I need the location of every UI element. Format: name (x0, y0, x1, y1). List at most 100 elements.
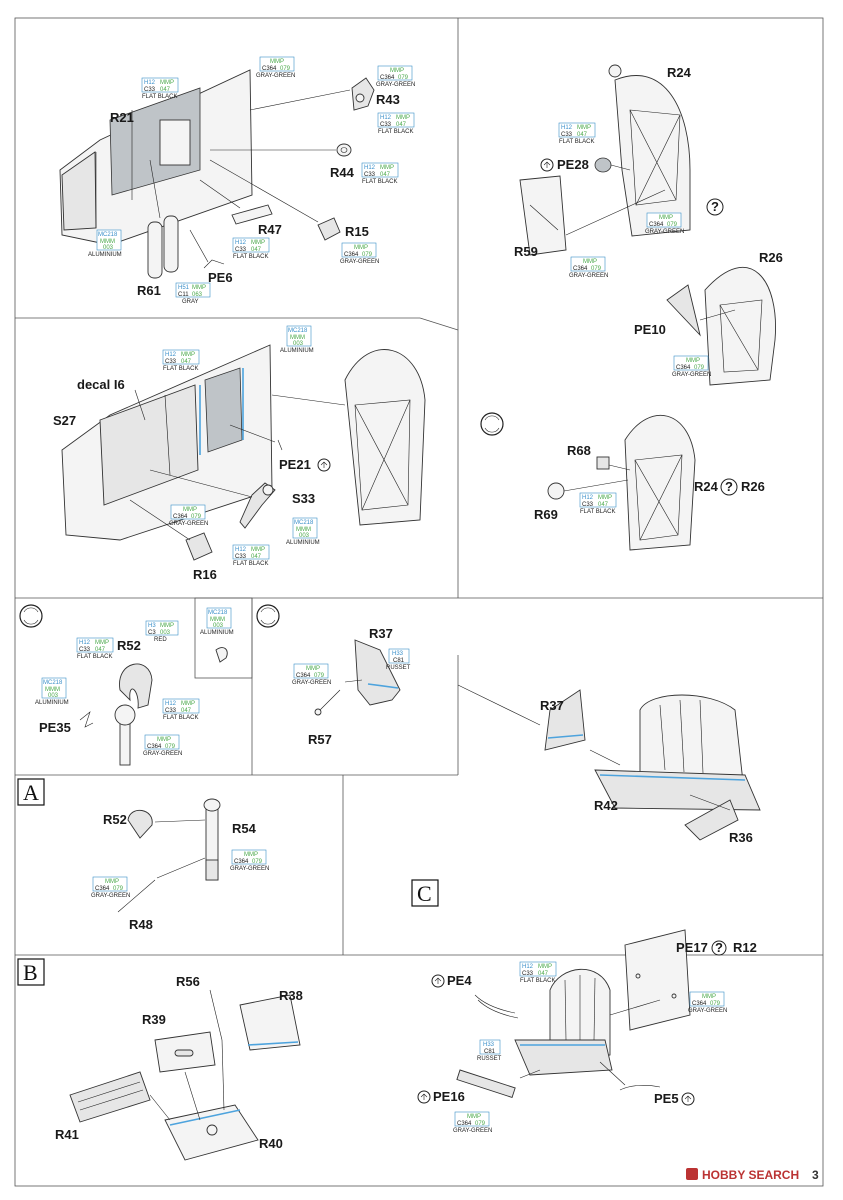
r36-part (684, 799, 739, 841)
label-r26b: R26 (741, 479, 765, 494)
svg-text:MMP: MMP (390, 68, 404, 74)
label-r52b: R52 (103, 812, 127, 827)
pe35-part (79, 711, 94, 728)
svg-text:079: 079 (280, 66, 291, 72)
svg-text:MMP: MMP (183, 507, 197, 513)
label-r43: R43 (376, 92, 400, 107)
label-r68: R68 (567, 443, 591, 458)
callout-gray-green-7: MMP C364 079 GRAY-GREEN (169, 504, 208, 527)
svg-text:MMP: MMP (538, 964, 552, 970)
svg-text:C364: C364 (173, 514, 188, 520)
svg-text:C364: C364 (296, 673, 311, 679)
section-a-leaders (154, 819, 206, 879)
svg-text:RUSSET: RUSSET (386, 665, 411, 671)
svg-text:MMP: MMP (659, 215, 673, 221)
label-r37b: R37 (540, 698, 564, 713)
label-r54: R54 (232, 821, 257, 836)
svg-text:C364: C364 (234, 859, 249, 865)
svg-text:H12: H12 (235, 547, 247, 553)
r56-part (209, 989, 223, 1041)
svg-text:MC218: MC218 (208, 610, 228, 616)
callout-flat-black-4: H12 MMP C33 047 FLAT BLACK (232, 237, 270, 260)
svg-text:H3: H3 (148, 623, 156, 629)
r61-part (147, 215, 179, 279)
svg-text:047: 047 (380, 172, 391, 178)
section-a-box (17, 778, 45, 806)
part-labels: R21 R43 R44 R15 R47 PE6 R61 R24 PE28 R59… (39, 65, 783, 1151)
svg-text:H12: H12 (364, 165, 376, 171)
r16-part (185, 532, 213, 561)
svg-text:MMP: MMP (192, 285, 206, 291)
callout-gray-green-5: MMP C364 079 GRAY-GREEN (569, 256, 608, 279)
svg-text:047: 047 (577, 132, 588, 138)
svg-text:MMP: MMP (598, 495, 612, 501)
svg-text:MMP: MMP (95, 640, 109, 646)
hobby-search-watermark: HOBBY SEARCH 3 (686, 1168, 819, 1182)
svg-text:ALUMINIUM: ALUMINIUM (200, 630, 234, 636)
svg-text:GRAY-GREEN: GRAY-GREEN (292, 680, 331, 686)
callout-gray-green-1: MMP C364 079 GRAY-GREEN (256, 56, 295, 79)
svg-text:079: 079 (252, 859, 263, 865)
r21-panel (59, 69, 253, 246)
svg-text:MMP: MMP (354, 245, 368, 251)
svg-text:H51: H51 (178, 285, 190, 291)
svg-text:079: 079 (113, 886, 124, 892)
callout-gray-green-8: MMP C364 079 GRAY-GREEN (292, 663, 331, 686)
svg-text:GRAY-GREEN: GRAY-GREEN (340, 259, 379, 265)
svg-text:FLAT BLACK: FLAT BLACK (362, 179, 397, 185)
svg-text:H33: H33 (483, 1042, 495, 1048)
r48-part (117, 879, 156, 913)
svg-text:MC218: MC218 (98, 232, 118, 238)
label-r37: R37 (369, 626, 393, 641)
svg-text:MC218: MC218 (288, 328, 308, 334)
callout-russet-2: H33 C81 RUSSET (477, 1039, 502, 1062)
svg-text:ALUMINIUM: ALUMINIUM (286, 540, 320, 546)
section-c-leaders (519, 999, 661, 1086)
svg-text:079: 079 (694, 365, 705, 371)
svg-text:079: 079 (591, 266, 602, 272)
svg-text:079: 079 (165, 744, 176, 750)
svg-text:MMM: MMM (296, 527, 311, 533)
callout-gray-green-2: MMP C364 079 GRAY-GREEN (376, 65, 415, 88)
r41-part (69, 1071, 151, 1123)
svg-text:H12: H12 (165, 701, 177, 707)
label-r39: R39 (142, 1012, 166, 1027)
svg-text:C364: C364 (262, 66, 277, 72)
svg-text:C364: C364 (380, 75, 395, 81)
pe4-part (474, 994, 519, 1019)
svg-text:047: 047 (160, 87, 171, 93)
r42-seat (594, 694, 761, 811)
r37-assembled (544, 689, 586, 751)
label-r42: R42 (594, 798, 618, 813)
svg-text:MMP: MMP (583, 259, 597, 265)
r52-part (114, 663, 153, 766)
callout-gray-green-9: MMP C364 079 GRAY-GREEN (143, 734, 182, 757)
section-b-leaders (149, 1039, 225, 1121)
callout-gray-green-13: MMP C364 079 GRAY-GREEN (453, 1111, 492, 1134)
svg-text:GRAY: GRAY (182, 299, 199, 305)
label-r21: R21 (110, 110, 134, 125)
label-r15: R15 (345, 224, 369, 239)
label-r16: R16 (193, 567, 217, 582)
callout-flat-black-3: H12 MMP C33 047 FLAT BLACK (361, 162, 399, 185)
pe21-part (277, 439, 283, 451)
svg-text:FLAT BLACK: FLAT BLACK (77, 654, 112, 660)
svg-text:MMP: MMP (380, 165, 394, 171)
svg-text:MMP: MMP (244, 852, 258, 858)
pe10-part (666, 284, 701, 337)
svg-text:MMM: MMM (45, 687, 60, 693)
svg-text:C33: C33 (522, 971, 534, 977)
svg-text:079: 079 (362, 252, 373, 258)
callout-aluminium-1: MC218 MMM 003 ALUMINIUM (88, 229, 122, 258)
svg-text:079: 079 (398, 75, 409, 81)
question-icon-1: ? (706, 198, 724, 216)
svg-text:?: ? (725, 479, 733, 494)
callout-aluminium-5: MC218 MMM 003 ALUMINIUM (35, 677, 69, 706)
svg-text:MMM: MMM (100, 239, 115, 245)
r43-part (351, 77, 375, 111)
callout-flat-black-1: H12 MMP C33 047 FLAT BLACK (141, 77, 179, 100)
callout-aluminium-4: MC218 MMM 003 ALUMINIUM (200, 607, 234, 636)
svg-text:MMP: MMP (181, 701, 195, 707)
svg-text:FLAT BLACK: FLAT BLACK (559, 139, 594, 145)
label-r44: R44 (330, 165, 355, 180)
